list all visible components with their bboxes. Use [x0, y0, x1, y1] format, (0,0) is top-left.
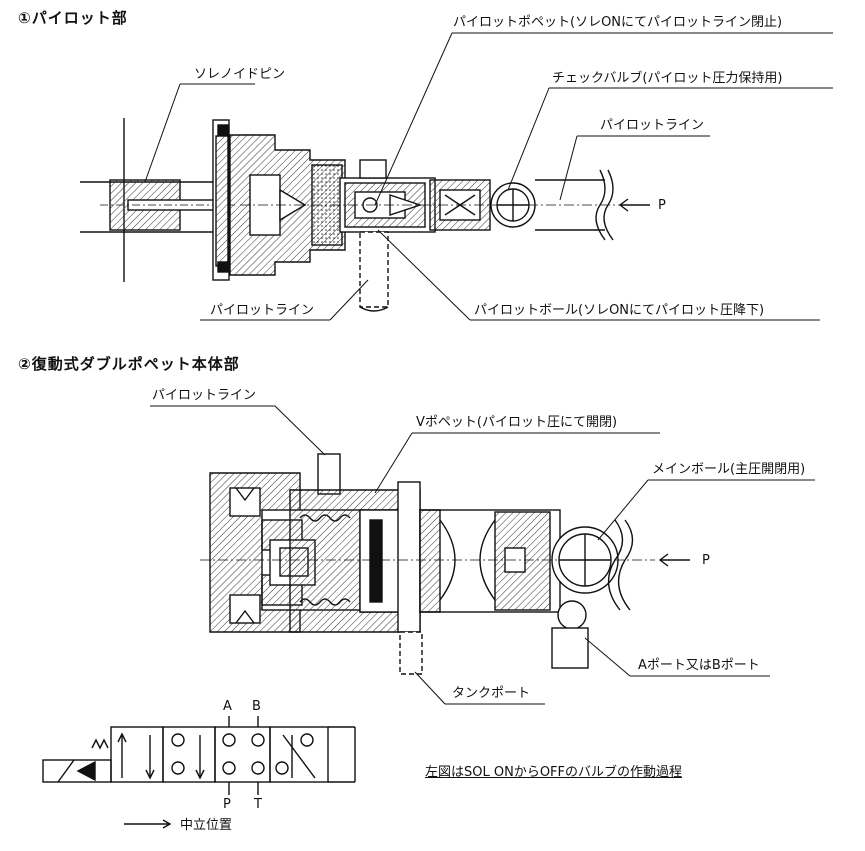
body-pilot-line-label: パイロットライン — [152, 388, 257, 403]
pilot-poppet-label: パイロットポペット(ソレONにてパイロットライン閉止) — [453, 15, 783, 30]
pilot-section-title: ①パイロット部 — [18, 9, 128, 27]
body-section-leaders — [150, 405, 815, 705]
pilot-line-bottom-label: パイロットライン — [210, 303, 315, 318]
neutral-position-label: 中立位置 — [180, 818, 233, 833]
symbol-port-b: B — [252, 699, 261, 714]
symbol-port-p: P — [223, 797, 231, 812]
tank-port-label: タンクポート — [452, 686, 531, 701]
pilot-p-port-label: P — [658, 198, 666, 213]
check-valve-label: チェックバルブ(パイロット圧力保持用) — [552, 71, 783, 86]
pilot-line-top-label: パイロットライン — [600, 118, 705, 133]
body-p-port-label: P — [702, 553, 710, 568]
operation-caption: 左図はSOL ONからOFFのバルブの作動過程 — [425, 765, 683, 780]
symbol-port-t: T — [254, 797, 262, 812]
ab-port-label: Aポート又はBポート — [638, 658, 760, 673]
pilot-section-leaders — [144, 32, 833, 321]
body-section-title: ②復動式ダブルポペット本体部 — [18, 355, 240, 373]
solenoid-pin-label: ソレノイドピン — [194, 67, 286, 82]
pilot-section-drawing — [80, 118, 650, 312]
body-section-drawing — [200, 453, 690, 675]
symbol-port-a: A — [223, 699, 232, 714]
main-ball-label: メインボール(主圧開閉用) — [652, 462, 806, 477]
valve-symbol — [42, 716, 356, 829]
v-poppet-label: Vポペット(パイロット圧にて開閉) — [416, 415, 618, 430]
pilot-ball-label: パイロットボール(ソレONにてパイロット圧降下) — [474, 303, 765, 318]
